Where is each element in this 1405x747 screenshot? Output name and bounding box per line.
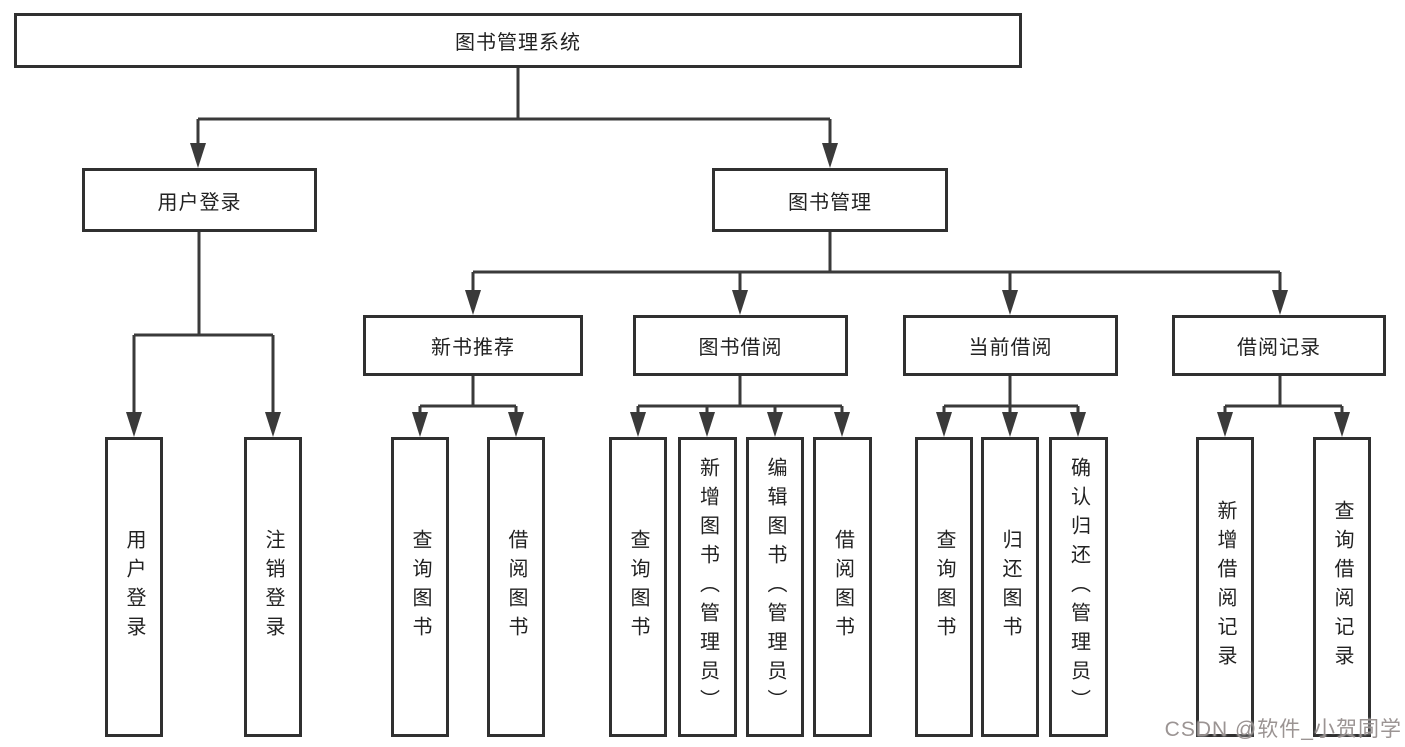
node-leaf-add-borrow-record: 新增借阅记录 (1196, 437, 1254, 737)
arrow-icon (732, 290, 748, 315)
connector-user-login-children (132, 232, 275, 422)
arrow-icon (508, 412, 524, 437)
leaf-label: 查询图书 (409, 529, 431, 645)
node-root-label: 图书管理系统 (455, 32, 581, 54)
node-leaf-query-borrow-record: 查询借阅记录 (1313, 437, 1371, 737)
group-label: 新书推荐 (431, 337, 515, 359)
arrow-icon (1070, 412, 1086, 437)
node-leaf-borrow-books: 借阅图书 (813, 437, 872, 737)
arrow-icon (1272, 290, 1288, 315)
connector-group-book-borrow (636, 376, 844, 422)
arrow-icon (1217, 412, 1233, 437)
arrow-icon (822, 143, 838, 168)
connector-group-new-book (418, 376, 518, 422)
arrow-icon (630, 412, 646, 437)
branch-label: 图书管理 (788, 191, 872, 214)
arrow-icon (834, 412, 850, 437)
arrowheads (126, 143, 1350, 437)
node-leaf-logout: 注销登录 (244, 437, 302, 737)
node-group-current-borrow: 当前借阅 (903, 315, 1118, 376)
leaf-label: 查询图书 (933, 529, 955, 645)
node-group-book-borrow: 图书借阅 (633, 315, 848, 376)
leaf-label: 查询借阅记录 (1331, 500, 1353, 674)
node-branch-book-management: 图书管理 (712, 168, 948, 232)
arrow-icon (1002, 412, 1018, 437)
node-leaf-return-books: 归还图书 (981, 437, 1039, 737)
leaf-label: 新增图书（管理员） (696, 456, 719, 718)
group-label: 图书借阅 (698, 337, 783, 359)
node-leaf-borrow-books-recommend: 借阅图书 (487, 437, 545, 737)
node-leaf-confirm-return-admin: 确认归还（管理员） (1049, 437, 1108, 737)
node-leaf-edit-books-admin: 编辑图书（管理员） (746, 437, 804, 737)
group-label: 借阅记录 (1237, 337, 1321, 359)
arrow-icon (190, 143, 206, 168)
connector-book-management-groups (471, 232, 1282, 298)
leaf-label: 新增借阅记录 (1214, 500, 1236, 674)
arrow-icon (699, 412, 715, 437)
arrow-icon (465, 290, 481, 315)
node-group-borrow-records: 借阅记录 (1172, 315, 1386, 376)
arrow-icon (767, 412, 783, 437)
node-leaf-user-login: 用户登录 (105, 437, 163, 737)
branch-label: 用户登录 (157, 191, 242, 214)
group-label: 当前借阅 (968, 337, 1053, 359)
node-leaf-add-books-admin: 新增图书（管理员） (678, 437, 737, 737)
leaf-label: 借阅图书 (505, 529, 527, 645)
arrow-icon (936, 412, 952, 437)
node-group-new-book-recommend: 新书推荐 (363, 315, 583, 376)
node-leaf-query-books-borrow: 查询图书 (609, 437, 667, 737)
node-root: 图书管理系统 (14, 13, 1022, 68)
arrow-icon (126, 412, 142, 437)
node-leaf-query-books-current: 查询图书 (915, 437, 973, 737)
leaf-label: 确认归还（管理员） (1067, 456, 1090, 718)
arrow-icon (412, 412, 428, 437)
csdn-watermark: CSDN @软件_小贺同学 (1164, 718, 1402, 741)
node-branch-user-login: 用户登录 (82, 168, 317, 232)
leaf-label: 借阅图书 (831, 529, 854, 645)
arrow-icon (265, 412, 281, 437)
arrow-icon (1002, 290, 1018, 315)
leaf-label: 查询图书 (627, 529, 649, 645)
connector-group-borrow-records (1223, 376, 1344, 422)
leaf-label: 归还图书 (999, 529, 1021, 645)
connector-root-to-branches (196, 68, 832, 150)
node-leaf-query-books-recommend: 查询图书 (391, 437, 449, 737)
leaf-label: 注销登录 (262, 529, 284, 645)
arrow-icon (1334, 412, 1350, 437)
leaf-label: 用户登录 (123, 529, 145, 645)
leaf-label: 编辑图书（管理员） (764, 456, 786, 718)
